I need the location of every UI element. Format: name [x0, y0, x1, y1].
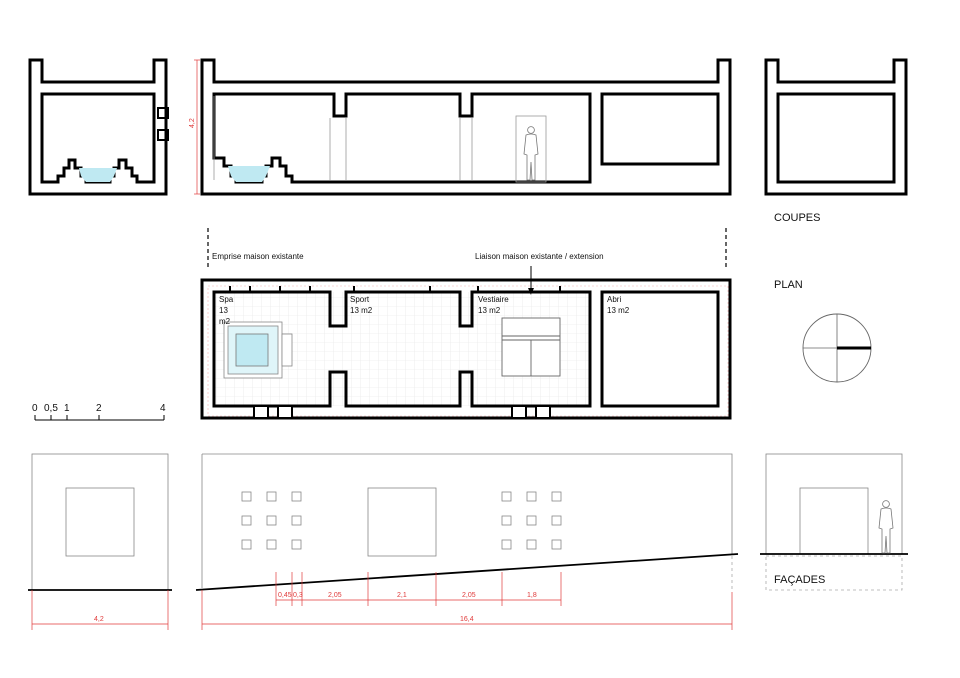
section-height-dimension: 4,2: [189, 59, 200, 195]
room-label-abri: Abri 13 m2: [607, 295, 630, 315]
section-right: [764, 58, 908, 196]
spa-pool: [223, 321, 293, 379]
north-arrow-icon: [802, 313, 872, 383]
facade-long: 0,45 0,3 2,05 2,1 2,05 1,8 16,4: [195, 453, 739, 630]
svg-text:0,3: 0,3: [293, 592, 303, 599]
svg-text:4: 4: [160, 403, 166, 414]
small-windows-left: [241, 491, 302, 550]
svg-text:m2: m2: [219, 317, 231, 326]
sections-group: 4,2 COUPES: [28, 58, 908, 224]
svg-text:2,1: 2,1: [397, 592, 407, 599]
pool-water: [79, 168, 117, 182]
section-height-label: 4,2: [189, 118, 196, 128]
svg-text:Sport: Sport: [350, 295, 370, 304]
scale-bar: 0 0,5 1 2 4: [32, 403, 166, 421]
small-windows-right: [501, 491, 562, 550]
room-label-spa: Spa 13 m2: [219, 295, 234, 326]
plan-walls: [200, 278, 732, 420]
svg-text:0: 0: [32, 403, 38, 414]
svg-text:13: 13: [219, 306, 228, 315]
svg-text:2,05: 2,05: [462, 592, 476, 599]
facade-left: 4,2: [28, 453, 172, 630]
svg-text:Vestiaire: Vestiaire: [478, 295, 509, 304]
facades-title: FAÇADES: [774, 574, 825, 586]
svg-text:Abri: Abri: [607, 295, 621, 304]
plan-group: Emprise maison existante Liaison maison …: [200, 228, 872, 420]
svg-text:13 m2: 13 m2: [350, 306, 373, 315]
svg-text:13 m2: 13 m2: [607, 306, 630, 315]
facade-segment-dimensions: 0,45 0,3 2,05 2,1 2,05 1,8: [275, 572, 562, 606]
svg-text:1,8: 1,8: [527, 592, 537, 599]
liaison-label: Liaison maison existante / extension: [475, 252, 604, 261]
room-label-sport: Sport 13 m2: [350, 295, 373, 315]
facade-right: FAÇADES: [760, 453, 908, 591]
facades-group: 4,2: [28, 453, 908, 630]
vestiaire-furniture: [501, 317, 561, 377]
coupes-title: COUPES: [774, 212, 820, 224]
plan-title: PLAN: [774, 279, 803, 291]
room-label-vestiaire: Vestiaire 13 m2: [478, 295, 509, 315]
svg-text:0,5: 0,5: [44, 403, 58, 414]
person-silhouette-facade: [878, 500, 894, 554]
emprise-label: Emprise maison existante: [212, 252, 304, 261]
facade-left-width-label: 4,2: [94, 616, 104, 623]
section-long: [200, 58, 732, 196]
facade-total-width-label: 16,4: [460, 616, 474, 623]
abri-room-outline: [600, 290, 720, 408]
svg-text:2,05: 2,05: [328, 592, 342, 599]
svg-text:1: 1: [64, 403, 70, 414]
section-left: [28, 58, 169, 196]
svg-text:13 m2: 13 m2: [478, 306, 501, 315]
svg-text:0,45: 0,45: [278, 592, 292, 599]
svg-text:Spa: Spa: [219, 295, 234, 304]
person-silhouette-section: [523, 126, 539, 181]
svg-text:2: 2: [96, 403, 102, 414]
